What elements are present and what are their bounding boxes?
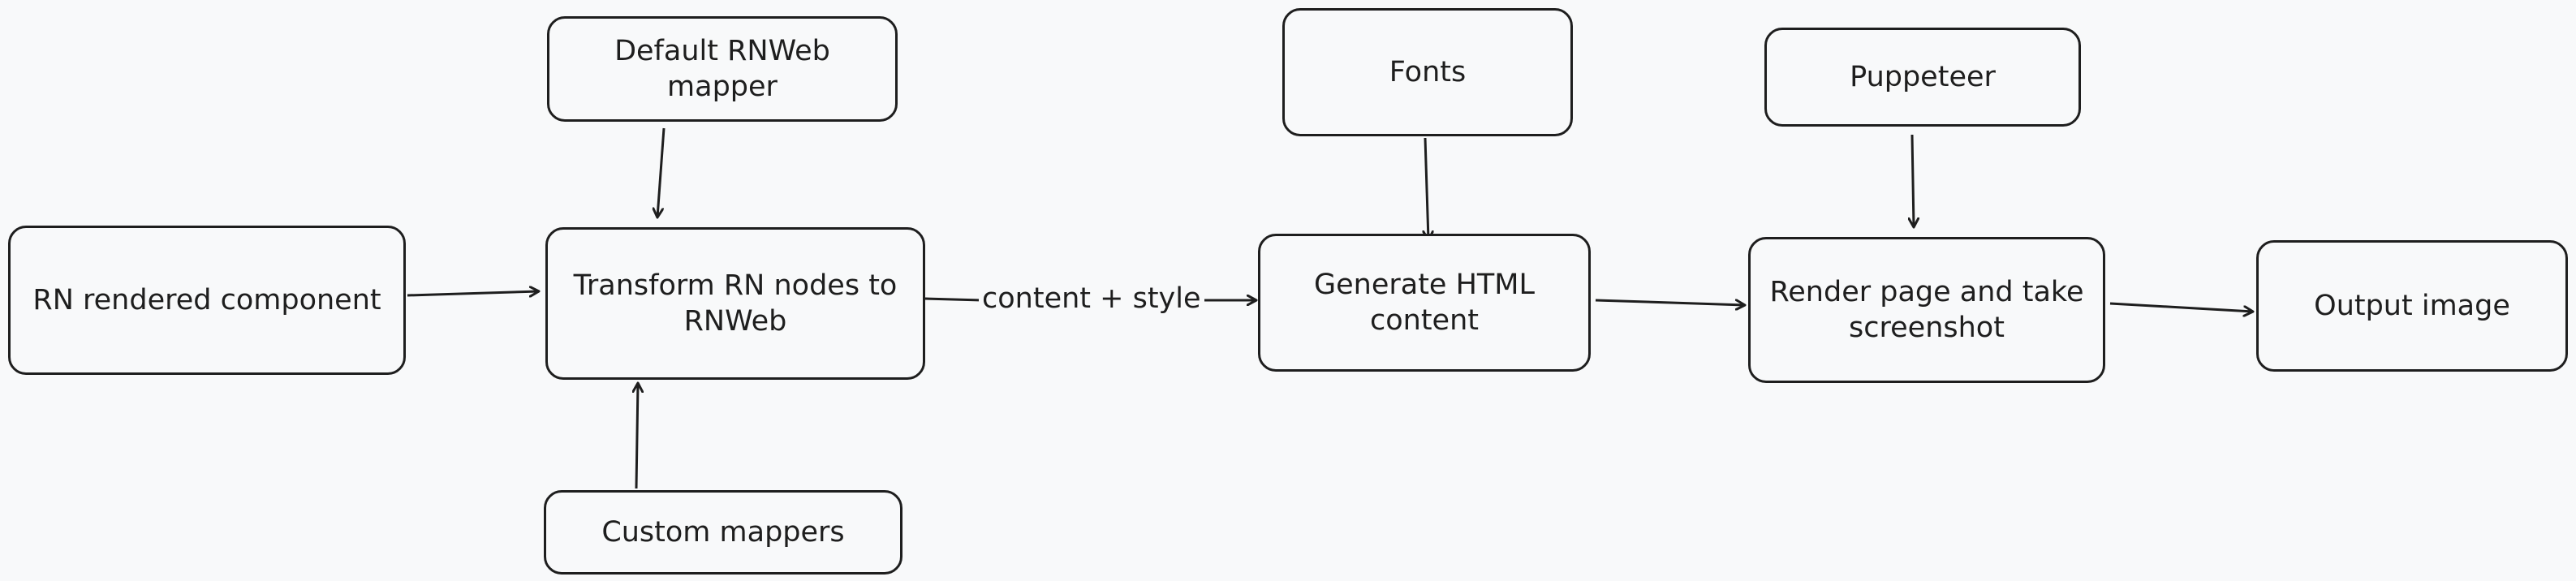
edge-fonts-to-generate-html xyxy=(1425,137,1428,240)
node-label: Custom mappers xyxy=(601,516,845,549)
node-label: Transform RN nodes to RNWeb xyxy=(573,269,898,338)
node-label: Puppeteer xyxy=(1850,61,1996,93)
node-label: Default RNWeb mapper xyxy=(614,35,830,103)
edge-transform-to-generate-html-start xyxy=(924,297,983,302)
node-render-page-and-take-screenshot: Render page and take screenshot xyxy=(1748,237,2105,383)
node-label: Fonts xyxy=(1389,56,1467,88)
node-label: Output image xyxy=(2314,290,2510,322)
edge-rn-rendered-to-transform xyxy=(407,291,539,295)
edge-label-content-style: content + style xyxy=(979,282,1204,315)
node-label: RN rendered component xyxy=(32,284,381,316)
node-default-rnweb-mapper: Default RNWeb mapper xyxy=(547,16,898,122)
node-custom-mappers: Custom mappers xyxy=(544,490,902,575)
edge-generate-html-to-render-page xyxy=(1595,299,1745,305)
node-output-image: Output image xyxy=(2256,240,2568,372)
edge-default-mapper-to-transform xyxy=(657,127,666,217)
node-rn-rendered-component: RN rendered component xyxy=(8,226,406,375)
node-label: Render page and take screenshot xyxy=(1769,276,2084,344)
edge-custom-mappers-to-transform xyxy=(636,383,638,489)
edge-puppeteer-to-render-page xyxy=(1912,134,1914,227)
edge-render-page-to-output-image xyxy=(2109,302,2253,312)
node-transform-rn-nodes: Transform RN nodes to RNWeb xyxy=(545,227,925,380)
node-generate-html-content: Generate HTML content xyxy=(1258,234,1591,372)
node-fonts: Fonts xyxy=(1282,8,1573,136)
node-puppeteer: Puppeteer xyxy=(1764,28,2081,127)
node-label: Generate HTML content xyxy=(1314,269,1535,337)
